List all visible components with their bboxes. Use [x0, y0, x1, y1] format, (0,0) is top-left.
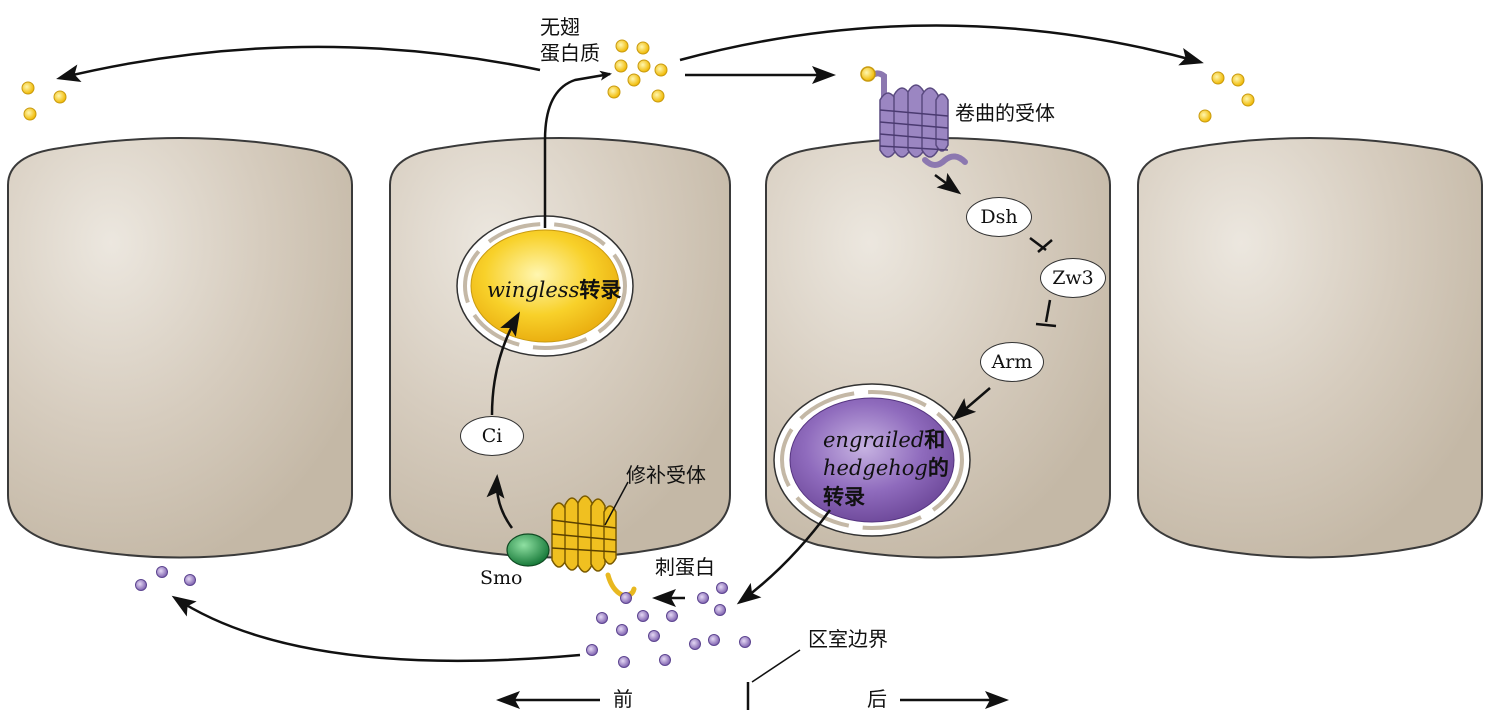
- inhibition-lines: [1029, 237, 1057, 328]
- anterior-label: 前: [613, 687, 633, 711]
- wingless-protein-dots: [21, 39, 1255, 123]
- frizzled-receptor: [860, 66, 968, 168]
- transcription-line: 转录: [823, 483, 865, 509]
- posterior-label: 后: [867, 687, 887, 711]
- hedgehog-protein-label: 刺蛋白: [655, 555, 715, 579]
- cell-4: [1137, 137, 1483, 559]
- compartment-boundary-label: 区室边界: [808, 627, 888, 651]
- smo-label: Smo: [480, 567, 523, 589]
- arrow-nucleus-to-wingless: [543, 70, 612, 228]
- ci-node: Ci: [460, 416, 524, 456]
- arrow-receptor-to-dsh: [934, 172, 962, 195]
- patched-leader: [604, 481, 629, 526]
- arm-node: Arm: [980, 342, 1044, 382]
- arrow-wingless-posterior: [679, 24, 1204, 66]
- engrailed-line: engrailed和: [823, 427, 946, 452]
- wingless-nucleus-label: wingless转录: [487, 277, 622, 302]
- dsh-node: Dsh: [966, 197, 1032, 237]
- cell-1: [7, 137, 353, 559]
- patched-receptor-label: 修补受体: [626, 463, 706, 487]
- smo-protein: [506, 533, 550, 567]
- engrailed-nucleus: [773, 383, 971, 537]
- arrow-hedgehog-anterior: [171, 595, 581, 663]
- frizzled-receptor-label: 卷曲的受体: [955, 101, 1055, 125]
- compartment-boundary-leader: [751, 649, 801, 683]
- arrow-wingless-anterior: [56, 45, 541, 83]
- arrow-smo-to-ci: [486, 474, 514, 529]
- engrailed-nucleus-label: engrailed和 hedgehog的 转录: [823, 426, 949, 511]
- arrows: [56, 24, 1204, 663]
- arrow-arm-to-nucleus: [951, 387, 991, 421]
- hedgehog-protein-dots: [135, 566, 751, 668]
- zw3-node: Zw3: [1040, 258, 1106, 298]
- wingless-protein-label: 无翅 蛋白质: [540, 15, 600, 65]
- axis-indicators: [496, 481, 1009, 710]
- arrow-ci-to-nucleus: [490, 311, 521, 416]
- arrow-nucleus-to-hedgehog: [736, 509, 832, 605]
- hedgehog-line: hedgehog的: [823, 455, 949, 481]
